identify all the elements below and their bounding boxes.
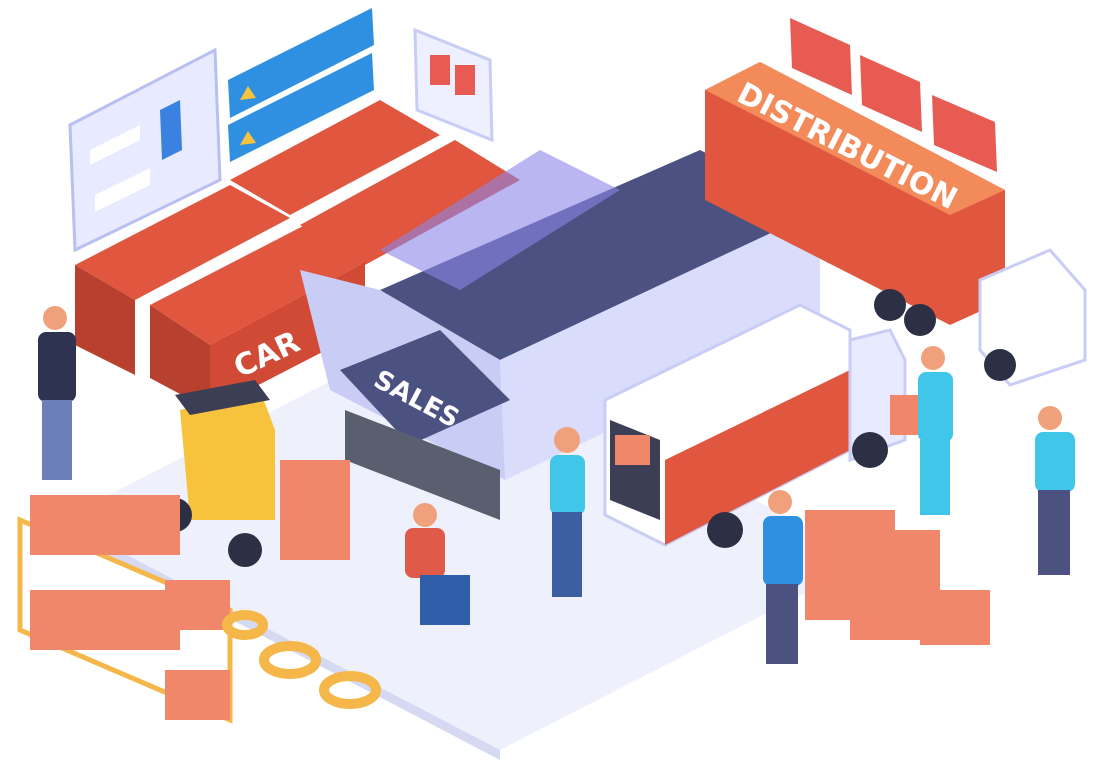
worker-cap <box>550 427 585 597</box>
map-panel <box>68 47 222 253</box>
wheel <box>874 289 906 321</box>
storage-shelves <box>17 495 233 724</box>
wheel <box>228 533 262 567</box>
report-panels <box>790 18 997 172</box>
warning-icon <box>240 86 256 100</box>
gear-icon <box>222 610 268 640</box>
worker-carrying-box <box>918 346 953 515</box>
worker-tablet <box>405 503 470 625</box>
warning-icon <box>240 131 256 145</box>
worker-left <box>38 306 76 480</box>
cargo-containers: CAR <box>75 100 520 410</box>
gear-icon <box>319 671 381 709</box>
document-panel <box>413 27 494 143</box>
box-stacks <box>280 395 990 645</box>
wheel <box>852 432 888 468</box>
wheel <box>904 304 936 336</box>
alert-panels <box>228 8 374 162</box>
gear-icons <box>222 610 381 709</box>
worker-boxes <box>763 490 803 664</box>
wheel <box>984 349 1016 381</box>
worker-right <box>1035 406 1075 575</box>
wheel <box>707 512 743 548</box>
people <box>38 306 1075 664</box>
gear-icon <box>259 641 321 679</box>
